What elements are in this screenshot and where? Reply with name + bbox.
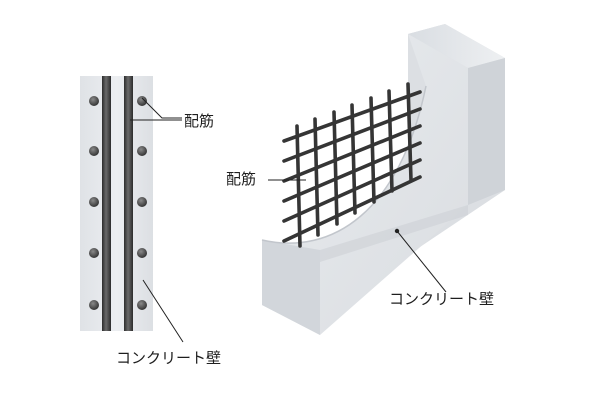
rebar-dot xyxy=(89,248,99,258)
rebar-dot xyxy=(137,96,147,106)
rebar-dot xyxy=(137,146,147,156)
rebar-vertical xyxy=(313,117,320,237)
section-wall-leader-line xyxy=(142,279,184,343)
section-rebar-label: 配筋 xyxy=(184,112,215,130)
rebar-horizontal xyxy=(282,124,422,183)
wall-front-edge-shade xyxy=(320,205,468,262)
rebar-dot xyxy=(89,300,99,310)
iso-wall-leader-line xyxy=(396,230,447,293)
wall-top-face xyxy=(408,24,505,68)
rebar-vertical xyxy=(332,110,339,226)
iso-rebar-label: 配筋 xyxy=(226,170,257,188)
section-wall-label: コンクリート壁 xyxy=(116,349,222,367)
rebar-horizontal xyxy=(282,107,422,163)
wall-iso-view xyxy=(261,24,505,335)
wall-bottom-side xyxy=(262,240,320,335)
rebar-dot xyxy=(89,197,99,207)
rebar-vertical xyxy=(295,124,302,248)
rebar-horizontal xyxy=(282,158,422,223)
section-rebar-leader-lines xyxy=(130,97,182,121)
iso-wall-leader-dot xyxy=(394,228,400,234)
rebar-horizontal xyxy=(282,90,422,143)
rebar-dot xyxy=(137,197,147,207)
wall-right-face xyxy=(468,58,505,205)
rebar-mesh xyxy=(282,82,422,248)
section-rebar-left xyxy=(102,76,111,331)
rebar-dot xyxy=(89,146,99,156)
section-rebar-right xyxy=(124,76,133,331)
wall-section-view xyxy=(80,76,184,343)
rebar-vertical xyxy=(387,89,394,193)
iso-wall-label: コンクリート壁 xyxy=(389,290,495,308)
rebar-vertical xyxy=(369,96,376,204)
rebar-dot xyxy=(89,96,99,106)
rebar-horizontal xyxy=(282,175,422,243)
rebar-horizontal xyxy=(282,141,422,203)
rebar-dot xyxy=(137,248,147,258)
section-rebar-dots xyxy=(89,96,147,310)
rebar-dot xyxy=(137,300,147,310)
rebar-vertical xyxy=(350,103,357,215)
